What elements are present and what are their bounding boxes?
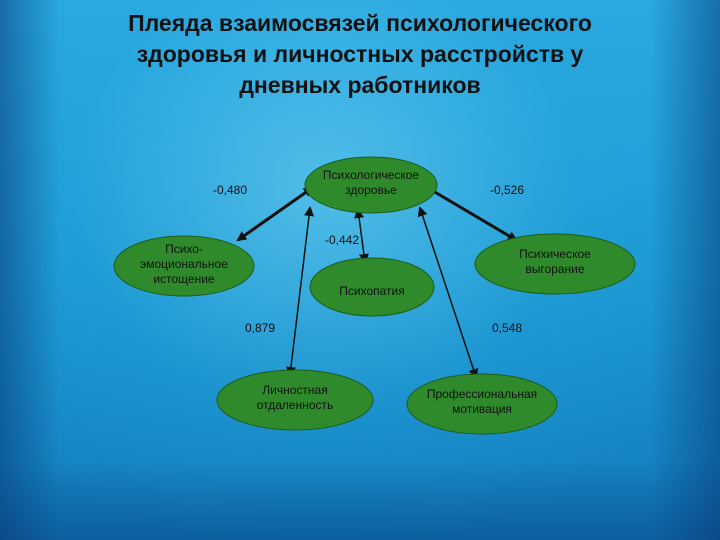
node-label-line: Психическое xyxy=(519,247,591,261)
node-label-line: отдаленность xyxy=(257,398,334,412)
connector-health-exhaustion xyxy=(236,186,314,242)
connectors xyxy=(236,186,518,379)
connector-exhaustion-detachment xyxy=(285,206,315,377)
background-shade-left xyxy=(0,0,60,540)
connector-health-motivation xyxy=(417,206,479,379)
coef-health-burnout: -0,526 xyxy=(490,183,524,197)
node-label-line: выгорание xyxy=(525,262,584,276)
node-professional-motivation: Профессиональная мотивация xyxy=(406,373,558,435)
coef-exhaustion-detachment: 0,879 xyxy=(245,321,275,335)
node-label-line: эмоциональное xyxy=(140,257,228,271)
node-label-line: Профессиональная xyxy=(427,387,537,401)
coef-health-motivation: 0,548 xyxy=(492,321,522,335)
node-label-line: здоровье xyxy=(345,183,397,197)
background-shade-bottom xyxy=(0,460,720,540)
title-line: Плеяда взаимосвязей психологического xyxy=(128,10,592,36)
coef-health-exhaustion: -0,480 xyxy=(213,183,247,197)
title-line: дневных работников xyxy=(239,72,481,98)
node-psychopathy: Психопатия xyxy=(309,257,435,317)
coef-health-psychopathy: -0,442 xyxy=(325,233,359,247)
node-personal-detachment: Личностная отдаленность xyxy=(216,369,374,431)
connector-health-psychopathy xyxy=(354,208,369,264)
title-line: здоровья и личностных расстройств у xyxy=(136,41,584,67)
background-shade-right xyxy=(650,0,720,540)
node-emotional-exhaustion: Психо- эмоциональное истощение xyxy=(113,235,255,297)
node-label-line: мотивация xyxy=(452,402,512,416)
node-psychological-health: Психологическое здоровье xyxy=(304,156,438,214)
node-label-line: Психопатия xyxy=(339,284,404,298)
node-label-line: истощение xyxy=(153,272,214,286)
node-mental-burnout: Психическое выгорание xyxy=(474,233,636,295)
slide-title: Плеяда взаимосвязей психологического здо… xyxy=(40,8,680,101)
node-label-line: Психологическое xyxy=(323,168,419,182)
coefficients: -0,480 -0,526 -0,442 0,879 0,548 xyxy=(213,183,524,335)
node-label-line: Психо- xyxy=(165,242,203,256)
node-label-line: Личностная xyxy=(262,383,327,397)
